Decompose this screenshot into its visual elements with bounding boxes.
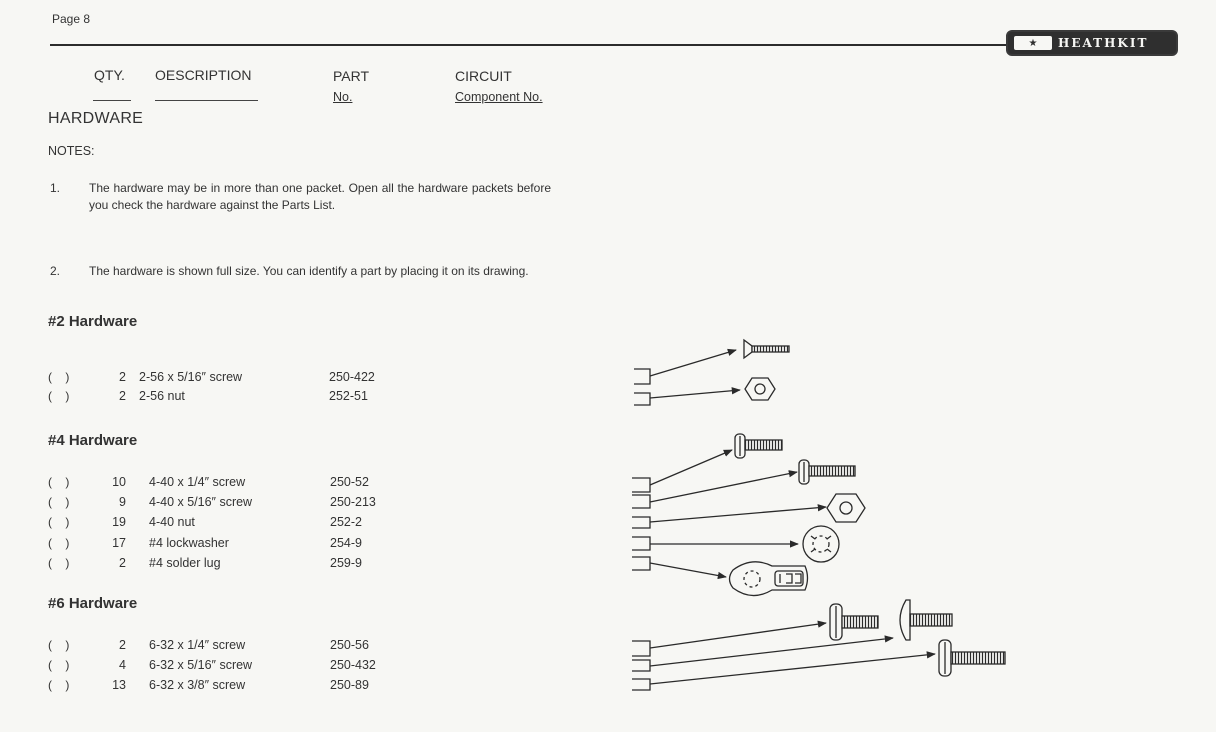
description: 2-56 nut — [139, 389, 185, 403]
hex-nut-icon — [826, 493, 866, 523]
col-underline-description — [155, 100, 258, 101]
part-number: 250-56 — [330, 638, 369, 652]
part-number: 250-432 — [330, 658, 376, 672]
logo-wordmark: HEATHKIT — [1058, 36, 1149, 50]
qty: 2 — [119, 370, 126, 384]
checkbox[interactable]: ( ) — [48, 556, 75, 570]
group-title: #6 Hardware — [48, 595, 138, 612]
checkbox[interactable]: ( ) — [48, 495, 75, 509]
description: 6-32 x 1/4″ screw — [149, 638, 246, 652]
part-number: 254-9 — [330, 536, 362, 550]
truss-head-screw-icon — [899, 599, 953, 641]
section-title: HARDWARE — [48, 110, 144, 127]
qty: 4 — [119, 658, 126, 672]
page-number: Page 8 — [52, 12, 91, 26]
col-header-part-sub: No. — [333, 90, 353, 104]
leader-arrow — [649, 504, 827, 523]
checkbox[interactable]: ( ) — [48, 658, 75, 672]
description: #4 solder lug — [149, 556, 221, 570]
checkbox[interactable]: ( ) — [48, 536, 75, 550]
description: 2-56 x 5/16″ screw — [139, 370, 243, 384]
note-number: 2. — [50, 264, 61, 278]
description: 6-32 x 3/8″ screw — [149, 678, 246, 692]
description: #4 lockwasher — [149, 536, 229, 550]
qty: 9 — [119, 495, 126, 509]
col-header-qty: QTY. — [94, 67, 125, 83]
leader-arrow — [649, 449, 733, 486]
pan-head-screw-icon — [734, 433, 783, 459]
logo-emblem-icon: ★ — [1014, 36, 1052, 50]
col-underline-qty — [93, 100, 131, 101]
header-rule — [50, 44, 1010, 46]
leader-arrow — [649, 635, 894, 667]
col-header-description: OESCRIPTION — [155, 67, 252, 83]
leader-arrow — [649, 348, 737, 377]
qty: 2 — [119, 556, 126, 570]
part-number: 250-422 — [329, 370, 375, 384]
qty: 2 — [119, 638, 126, 652]
col-header-circuit-sub: Component No. — [455, 90, 543, 104]
checkbox[interactable]: ( ) — [48, 389, 75, 403]
leader-arrow — [649, 470, 798, 503]
lockwasher-icon — [802, 525, 840, 563]
checkbox[interactable]: ( ) — [48, 678, 75, 692]
note-text: The hardware may be in more than one pac… — [89, 181, 551, 212]
part-number: 252-2 — [330, 515, 362, 529]
hex-nut-icon — [744, 377, 776, 401]
pan-head-screw-icon — [938, 639, 1006, 677]
description: 4-40 nut — [149, 515, 195, 529]
col-header-circuit: CIRCUIT — [455, 68, 512, 84]
leader-arrow — [649, 651, 936, 685]
bracket-icon — [632, 477, 651, 571]
leader-arrow — [649, 562, 727, 580]
solder-lug-icon — [728, 561, 809, 597]
qty: 19 — [112, 515, 126, 529]
note-number: 1. — [50, 181, 61, 195]
pan-head-screw-icon — [829, 603, 879, 641]
qty: 2 — [119, 389, 126, 403]
description: 6-32 x 5/16″ screw — [149, 658, 253, 672]
flat-head-screw-icon — [743, 338, 790, 360]
note-text: The hardware is shown full size. You can… — [89, 264, 529, 278]
checkbox[interactable]: ( ) — [48, 638, 75, 652]
leader-arrow — [649, 620, 827, 649]
description: 4-40 x 1/4″ screw — [149, 475, 246, 489]
part-number: 259-9 — [330, 556, 362, 570]
part-number: 250-89 — [330, 678, 369, 692]
checkbox[interactable]: ( ) — [48, 475, 75, 489]
part-number: 250-213 — [330, 495, 376, 509]
part-number: 252-51 — [329, 389, 368, 403]
notes-label: NOTES: — [48, 144, 95, 158]
group-title: #4 Hardware — [48, 432, 138, 449]
leader-arrow — [649, 387, 741, 399]
qty: 13 — [112, 678, 126, 692]
pan-head-screw-icon — [798, 459, 856, 485]
checkbox[interactable]: ( ) — [48, 515, 75, 529]
qty: 17 — [112, 536, 126, 550]
bracket-icon — [634, 368, 651, 406]
heathkit-logo: ★ HEATHKIT — [1006, 30, 1178, 56]
checkbox[interactable]: ( ) — [48, 370, 75, 384]
col-header-part: PART — [333, 68, 370, 84]
group-title: #2 Hardware — [48, 313, 138, 330]
description: 4-40 x 5/16″ screw — [149, 495, 253, 509]
part-number: 250-52 — [330, 475, 369, 489]
bracket-icon — [632, 640, 651, 691]
qty: 10 — [112, 475, 126, 489]
